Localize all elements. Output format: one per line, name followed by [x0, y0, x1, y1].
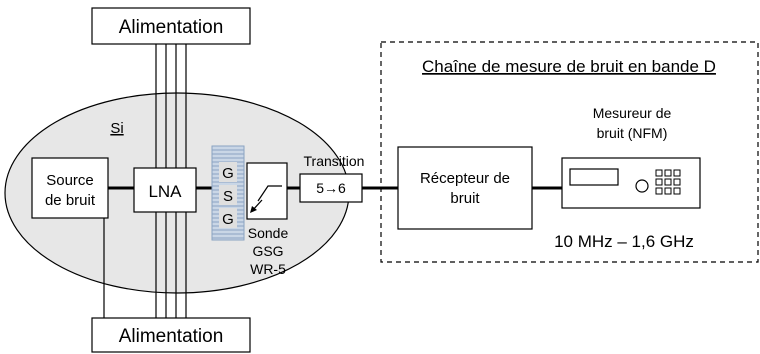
nfm-label-line1: Mesureur de	[593, 105, 672, 121]
nfm-display	[569, 168, 619, 186]
noise-receiver-box	[397, 146, 533, 230]
pad-s	[219, 185, 237, 205]
power-supply-bottom-box	[91, 317, 251, 353]
nfm-keypad-icon	[655, 169, 681, 195]
probe-label-line3: WR-5	[250, 261, 286, 277]
pad-g-bottom	[219, 208, 237, 228]
probe-label-line1: Sonde	[248, 225, 289, 241]
probe-filter-symbol	[257, 185, 282, 202]
lna-label: LNA	[148, 182, 182, 201]
frequency-range: 10 MHz – 1,6 GHz	[554, 232, 694, 251]
power-supply-top-label: Alimentation	[119, 17, 224, 38]
pad-s-label: S	[223, 188, 233, 205]
noise-source-label-line1: Source	[46, 172, 94, 189]
probe-arrow-head-icon	[250, 206, 257, 213]
pad-g-top-label: G	[222, 165, 234, 182]
top-supply-lines	[155, 44, 167, 168]
nfm-knob-icon	[635, 179, 649, 193]
power-supply-top-box	[91, 7, 251, 45]
chip-label: Si	[110, 120, 123, 137]
pad-g-bottom-label: G	[222, 211, 234, 228]
nfm-label-line2: bruit (NFM)	[597, 125, 668, 141]
power-supply-bottom-label: Alimentation	[119, 326, 224, 347]
dband-chain-title: Chaîne de mesure de bruit en bande D	[422, 57, 716, 76]
noise-receiver-line1: Récepteur de	[420, 170, 510, 187]
transition-ratio: 5→6	[316, 180, 346, 196]
noise-source-box	[31, 157, 109, 219]
transition-title: Transition	[304, 153, 365, 169]
probe-label-line2: GSG	[252, 243, 283, 259]
noise-source-label-line2: de bruit	[45, 192, 96, 209]
noise-receiver-line2: bruit	[450, 190, 480, 207]
dband-chain-frame	[380, 41, 759, 263]
bottom-supply-lines	[103, 212, 167, 318]
lna-box	[133, 167, 197, 213]
pad-g-top	[219, 162, 237, 182]
